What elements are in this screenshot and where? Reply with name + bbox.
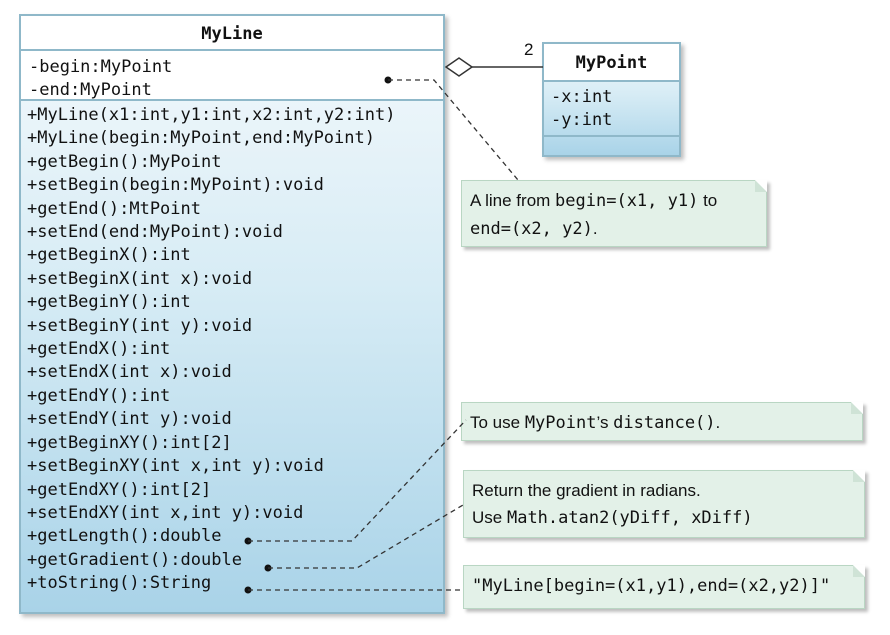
myline-class: MyLine -begin:MyPoint -end:MyPoint +MyLi… — [19, 14, 445, 614]
method: +getEndY():int — [27, 385, 171, 406]
method: +setBeginY(int y):void — [27, 315, 253, 336]
attribute: -end:MyPoint — [29, 80, 152, 101]
attribute: -y:int — [551, 110, 613, 131]
note-fold — [853, 565, 865, 577]
method: +setEndXY(int x,int y):void — [27, 502, 304, 523]
method: +setEndX(int x):void — [27, 362, 232, 383]
attribute: -begin:MyPoint — [29, 57, 173, 77]
method: +getGradient():double — [27, 549, 242, 570]
method: +getBeginX():int — [27, 245, 191, 266]
method: +setEnd(end:MyPoint):void — [27, 222, 283, 243]
class-name: MyPoint — [544, 44, 679, 80]
method: +MyLine(begin:MyPoint,end:MyPoint) — [27, 128, 375, 149]
method: +toString():String — [27, 573, 212, 594]
mypoint-class: MyPoint -x:int -y:int — [542, 42, 681, 157]
method: +getEndX():int — [27, 339, 171, 360]
method: +setBeginXY(int x,int y):void — [27, 456, 324, 477]
note-fold — [755, 180, 767, 192]
methods-compartment: +MyLine(x1:int,y1:int,x2:int,y2:int) +My… — [21, 99, 443, 596]
method: +getLength():double — [27, 526, 222, 547]
method: +getBegin():MyPoint — [27, 151, 222, 172]
method: +setEndY(int y):void — [27, 409, 232, 430]
method: +setBeginX(int x):void — [27, 268, 253, 289]
note-anchor-line — [268, 504, 464, 569]
attribute: -x:int — [551, 87, 613, 107]
note-fold — [853, 470, 865, 482]
method: +getEnd():MtPoint — [27, 198, 201, 219]
note-line: A line from begin=(x1, y1) to end=(x2, y… — [461, 180, 767, 247]
multiplicity-label: 2 — [524, 40, 534, 59]
note-tostring: "MyLine[begin=(x1,y1),end=(x2,y2)]" — [463, 565, 865, 609]
aggregation-diamond — [444, 57, 474, 77]
class-name: MyLine — [21, 16, 443, 49]
note-gradient: Return the gradient in radians. Use Math… — [463, 470, 865, 538]
method: +MyLine(x1:int,y1:int,x2:int,y2:int) — [27, 105, 396, 125]
attributes-compartment: -x:int -y:int — [544, 80, 679, 135]
note-anchor-line — [248, 419, 467, 542]
methods-compartment — [544, 135, 679, 137]
method: +setBegin(begin:MyPoint):void — [27, 175, 324, 196]
note-length: To use MyPoint’s distance(). — [461, 402, 863, 441]
attributes-compartment: -begin:MyPoint -end:MyPoint — [21, 49, 443, 101]
note-anchor-line — [388, 79, 519, 181]
note-fold — [851, 402, 863, 414]
method: +getBeginY():int — [27, 292, 191, 313]
method: +getEndXY():int[2] — [27, 479, 212, 500]
method: +getBeginXY():int[2] — [27, 432, 232, 453]
